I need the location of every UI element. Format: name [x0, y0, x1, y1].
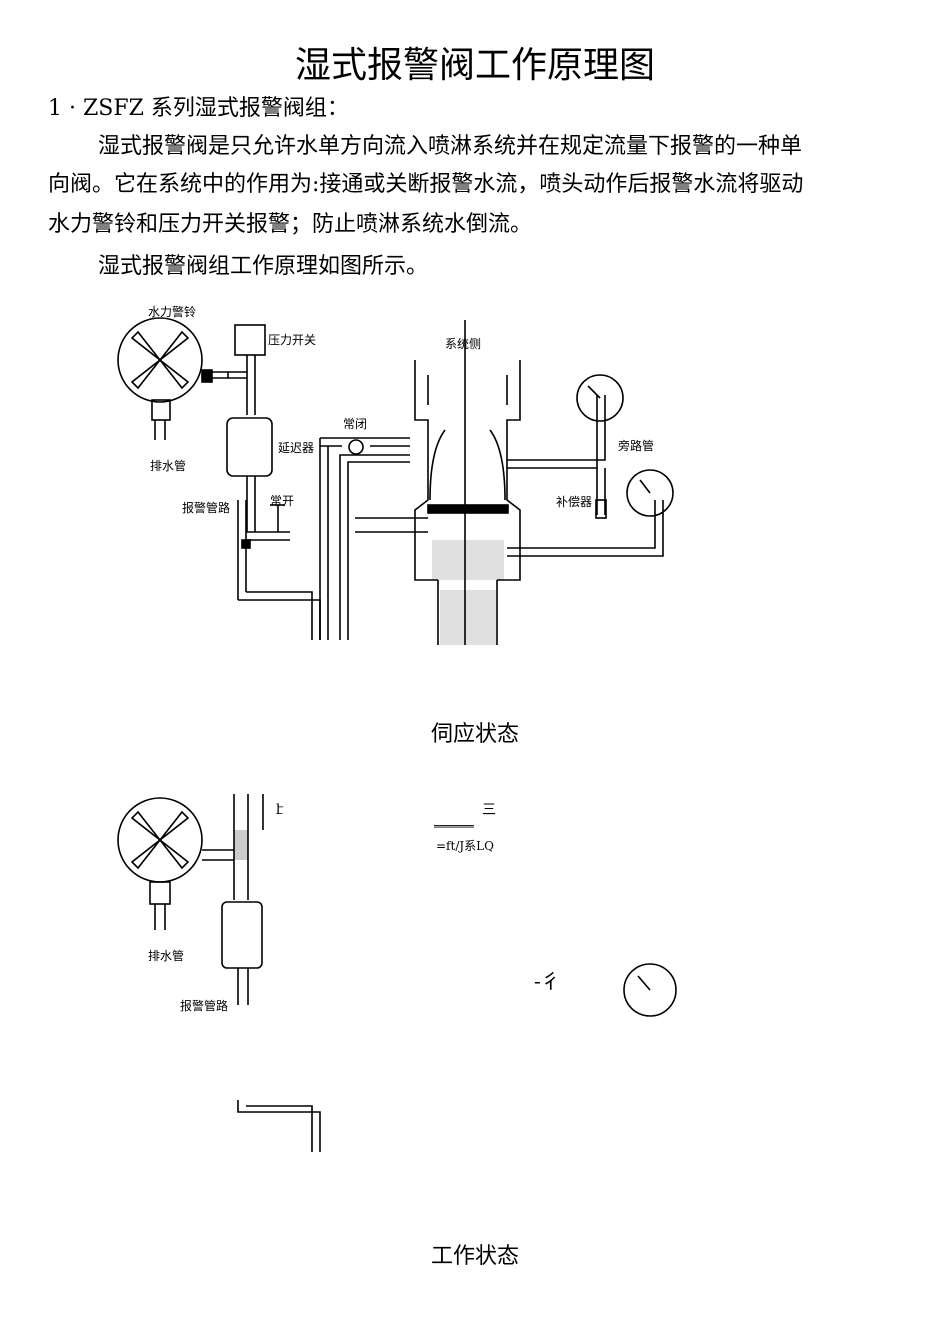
fragment-dashes: ══════: [433, 820, 474, 833]
label-pressure-switch: 压力开关: [268, 333, 316, 347]
section-heading: 1 · ZSFZ 系列湿式报警阀组：: [48, 96, 349, 121]
paragraph-line-2: 向阀。它在系统中的作用为:接通或关断报警水流，喷头动作后报警水流将驱动: [48, 172, 804, 197]
page-title: 湿式报警阀工作原理图: [294, 45, 655, 86]
label-alarm-pipe: 报警管路: [182, 500, 230, 515]
retarder-icon: [221, 901, 263, 969]
label-system-side: 系统侧: [445, 337, 481, 351]
fragment-k: է: [276, 802, 284, 818]
label-drain-pipe: 排水管: [150, 458, 186, 473]
label-normally-closed: 常闭: [343, 417, 367, 431]
diagram-standby: 水力警铃 压力开关 系统侧 常闭 延迟器 排水管 常开 报警管路 旁路管 补偿器: [117, 304, 674, 645]
caption-standby: 伺应状态: [430, 722, 519, 747]
paragraph-line-3: 水力警铃和压力开关报警；防止喷淋系统水倒流。: [48, 212, 533, 237]
label-compensator: 补偿器: [556, 494, 592, 509]
pressure-gauge-icon-upper: [576, 374, 624, 422]
bell-propeller-icon: [130, 330, 190, 390]
bell-propeller-icon: [130, 810, 190, 870]
label-bypass-pipe: 旁路管: [618, 438, 654, 453]
pressure-gauge-icon-lower: [626, 469, 674, 517]
label-water-bell: 水力警铃: [148, 304, 196, 319]
paragraph-line-1: 湿式报警阀是只允许水单方向流入喷淋系统并在规定流量下报警的一种单: [98, 134, 803, 159]
pressure-switch-icon: [234, 324, 266, 356]
label-normally-open: 常开: [270, 494, 294, 508]
label-drain-pipe: 排水管: [148, 948, 184, 963]
label-alarm-pipe: 报警管路: [180, 998, 228, 1013]
fragment-system: =ft/J系LQ: [436, 839, 494, 853]
water-bell-icon: [117, 317, 203, 403]
diagram-working: 排水管 报警管路 է 三 ══════ =ft/J系LQ -彳: [117, 794, 677, 1152]
pressure-gauge-icon: [623, 963, 677, 1017]
fragment-mid: -彳: [534, 969, 561, 993]
intro-line: 湿式报警阀组工作原理如图所示。: [98, 254, 429, 279]
label-retarder: 延迟器: [278, 441, 314, 455]
caption-working: 工作状态: [430, 1244, 519, 1269]
fragment-top: 三: [482, 802, 496, 818]
retarder-icon: [226, 417, 273, 477]
